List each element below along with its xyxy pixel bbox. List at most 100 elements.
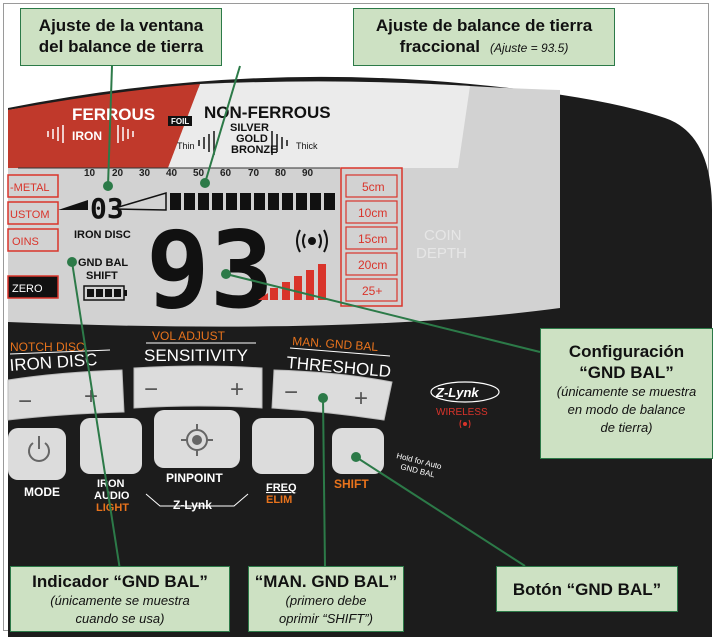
coin-label: COIN: [424, 227, 462, 244]
callout-manual-line1: “MAN. GND BAL”: [254, 572, 398, 591]
freq-elim-button-shape: [252, 418, 314, 474]
iron-audio-button-shape: [80, 418, 142, 474]
leader-lines: [71, 65, 541, 571]
scale-60: 60: [220, 168, 232, 179]
svg-text:+: +: [354, 385, 368, 412]
callout-fractional-note: (Ajuste = 93.5): [489, 41, 569, 55]
pinpoint-label: PINPOINT: [166, 471, 223, 485]
scale-20: 20: [112, 168, 124, 179]
callout-window-line1: Ajuste de la ventana: [38, 16, 204, 35]
scale-40: 40: [166, 168, 178, 179]
mode-zero: ZERO: [12, 283, 43, 295]
small-number: 03: [90, 192, 124, 225]
callout-manual-note2: oprimir “SHIFT”): [279, 611, 373, 626]
thick-label: Thick: [296, 141, 318, 151]
z-lynk-bracket: [145, 493, 249, 507]
mode-metal: -METAL: [10, 182, 50, 194]
callout-config-note3: de tierra): [600, 420, 653, 435]
depth-5cm: 5cm: [362, 180, 385, 194]
wireless-icon: [296, 229, 328, 253]
iron-disc-label: IRON DISC: [74, 229, 131, 241]
shift-indicator: SHIFT: [86, 270, 118, 282]
scale-90: 90: [302, 168, 314, 179]
crosshair-icon: [181, 424, 213, 456]
scale-80: 80: [275, 168, 287, 179]
z-lynk-label: Z-Lynk: [173, 498, 212, 512]
callout-fractional: Ajuste de balance de tierra fraccional (A…: [353, 8, 615, 66]
svg-text:+: +: [230, 376, 244, 403]
wireless-label: WIRELESS: [436, 407, 488, 418]
callout-manual-note1: (primero debe: [285, 593, 367, 608]
scale-70: 70: [248, 168, 260, 179]
iron-audio-label-1: IRON: [97, 478, 125, 490]
svg-text:−: −: [144, 376, 158, 403]
bronze-label: BRONZE: [231, 144, 277, 156]
segment-bar: [170, 193, 335, 210]
mode-boxes: [7, 174, 59, 299]
iron-label: IRON: [72, 129, 102, 143]
iron-disc-wedge: [58, 200, 88, 210]
leader-dots: [67, 178, 361, 462]
ferrous-label: FERROUS: [72, 105, 155, 124]
man-gnd-bal-label: MAN. GND BAL: [292, 334, 379, 354]
signal-strength-bars: [258, 264, 326, 300]
iron-tick-marks: [47, 125, 134, 143]
callout-fractional-line1: Ajuste de balance de tierra: [375, 16, 593, 35]
svg-text:−: −: [18, 388, 32, 415]
iron-audio-label-2: AUDIO: [94, 490, 130, 502]
elim-label: ELIM: [266, 494, 292, 506]
scale-30: 30: [139, 168, 151, 179]
depth-20cm: 20cm: [358, 258, 387, 272]
z-lynk-logo: Z-Lynk: [435, 385, 479, 400]
sensitivity-label: SENSITIVITY: [144, 346, 248, 365]
sensitivity-rocker: − +: [133, 365, 263, 409]
non-ferrous-zone: [168, 81, 470, 168]
callout-button-line1: Botón “GND BAL”: [512, 580, 662, 599]
depth-box-frame: [340, 167, 403, 307]
callout-indicator-line1: Indicador “GND BAL”: [32, 572, 208, 591]
callout-config-note2: en modo de balance: [567, 402, 686, 417]
svg-text:−: −: [284, 379, 298, 406]
silver-label: SILVER: [230, 122, 269, 134]
depth-10cm: 10cm: [358, 206, 387, 220]
thin-label: Thin: [177, 141, 195, 151]
callout-gnd-bal-indicator: Indicador “GND BAL” (únicamente se muest…: [10, 566, 230, 632]
shift-button-shape: [332, 428, 384, 474]
depth-25plus: 25+: [362, 284, 382, 298]
mode-coins: OINS: [12, 236, 39, 248]
iron-disc-wedge-right: [111, 191, 167, 211]
gold-label: GOLD: [236, 133, 268, 145]
callout-man-gnd-bal: “MAN. GND BAL” (primero debe oprimir “SH…: [248, 566, 404, 632]
mode-custom: USTOM: [10, 209, 50, 221]
mode-button-shape: [8, 428, 66, 480]
depth-label: DEPTH: [416, 245, 467, 262]
ferrous-zone: [8, 84, 200, 168]
callout-window-line2: del balance de tierra: [38, 37, 204, 56]
callout-config-line1: Configuración: [568, 342, 685, 361]
scale-10: 10: [84, 168, 96, 179]
foil-badge: [168, 116, 192, 126]
wireless-small-icon: [459, 419, 471, 429]
callout-window-adjust: Ajuste de la ventana del balance de tier…: [20, 8, 222, 66]
z-lynk-logo-ring: [430, 381, 500, 403]
notch-disc-label: NOTCH DISC: [10, 340, 85, 354]
non-ferrous-label: NON-FERROUS: [204, 103, 331, 122]
depth-15cm: 15cm: [358, 232, 387, 246]
vol-adjust-label: VOL ADJUST: [152, 329, 226, 343]
power-icon: [28, 436, 50, 462]
shift-button-label: SHIFT: [334, 477, 369, 491]
big-number: 93: [146, 209, 274, 332]
freq-label: FREQ: [266, 482, 297, 494]
scale-50: 50: [193, 168, 205, 179]
gnd-bal-indicator: GND BAL: [78, 257, 128, 269]
callout-indicator-note2: cuando se usa): [75, 611, 165, 626]
threshold-rocker: − +: [271, 369, 393, 421]
callout-gnd-bal-button: Botón “GND BAL”: [496, 566, 678, 612]
callout-config-note1: (únicamente se muestra: [556, 384, 697, 399]
light-label: LIGHT: [96, 502, 129, 514]
callout-gnd-bal-config: Configuración “GND BAL” (únicamente se m…: [540, 328, 713, 459]
battery-icon: [83, 285, 127, 301]
depth-boxes: [345, 174, 398, 302]
callout-fractional-line2: fraccional: [399, 37, 480, 56]
